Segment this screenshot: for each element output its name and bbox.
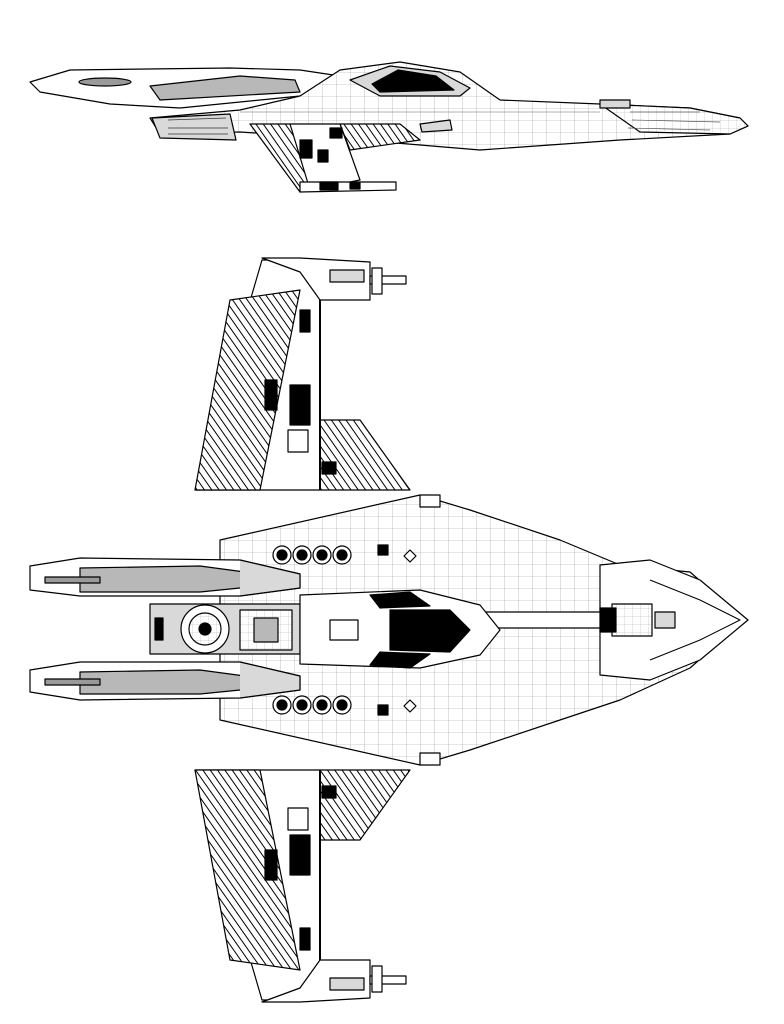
- side-lower-block-1: [299, 139, 313, 159]
- side-wing-panel: [149, 75, 301, 101]
- side-hull-sensor: [419, 119, 453, 133]
- lower-wing-block-1: [289, 834, 311, 876]
- cockpit-window: [389, 609, 471, 653]
- side-engine-pod: [151, 113, 237, 141]
- upper-thruster-array: [272, 545, 352, 565]
- lower-wing-inner: [319, 769, 411, 841]
- port-engine-pod: [29, 557, 301, 597]
- lower-wing-block-3: [299, 927, 311, 951]
- cockpit-lower-port: [369, 651, 431, 669]
- top-plan-view: [29, 257, 749, 1003]
- side-weapon-pod: [299, 181, 397, 193]
- upper-wing-inner: [319, 419, 411, 491]
- bow-module: [611, 603, 653, 637]
- starboard-engine-pod: [29, 661, 301, 701]
- hull-hatch-lower: [377, 704, 389, 716]
- lower-wing-tip-pod: [261, 959, 371, 1003]
- wing-root-pylon-upper: [419, 494, 441, 508]
- wing-root-pylon-lower: [419, 752, 441, 766]
- side-wing-marking: [78, 77, 132, 87]
- side-lower-block-3: [329, 127, 343, 139]
- hull-hatch-upper: [377, 544, 389, 556]
- upper-wing-block-2: [264, 379, 278, 411]
- upper-wing-block-1: [289, 384, 311, 426]
- upper-wing-block-3: [299, 309, 311, 333]
- cockpit-upper-port: [369, 591, 431, 609]
- side-nose: [599, 103, 749, 135]
- side-canopy-window: [371, 69, 455, 93]
- lower-wing-assembly: [194, 769, 411, 1003]
- side-nose-module: [599, 99, 631, 109]
- lower-wing-block-2: [264, 849, 278, 881]
- side-elevation-view: [29, 61, 749, 193]
- bow-bridge: [654, 611, 676, 629]
- upper-wing-hatch: [194, 289, 301, 491]
- upper-wing-assembly: [194, 257, 411, 491]
- upper-wing-tip-pod: [261, 257, 371, 301]
- side-lower-block-2: [317, 149, 329, 163]
- lower-wing-hatch: [194, 769, 301, 971]
- lower-thruster-array: [272, 695, 352, 715]
